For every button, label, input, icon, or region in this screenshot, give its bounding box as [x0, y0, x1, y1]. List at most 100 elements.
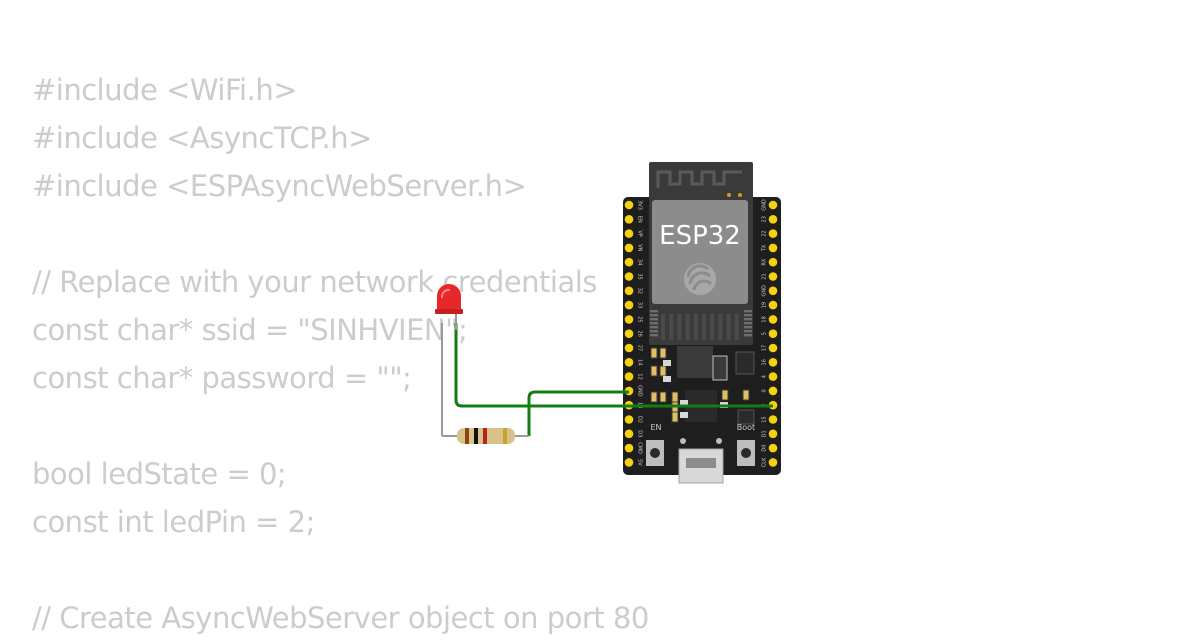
right-pin-label: 22	[762, 230, 768, 236]
left-pin-label: 33	[637, 302, 643, 308]
left-pin-label: GND	[637, 385, 643, 397]
right-pin[interactable]	[768, 315, 778, 324]
left-pin[interactable]	[624, 215, 634, 224]
left-pin-label: D2	[637, 416, 643, 423]
wire-resistor-gnd[interactable]	[527, 390, 629, 436]
right-pin-label: D1	[762, 430, 768, 437]
right-pin[interactable]	[768, 215, 778, 224]
code-line: #include <AsyncTCP.h>	[32, 121, 372, 155]
left-pin[interactable]	[624, 358, 634, 367]
code-line: #include <WiFi.h>	[32, 73, 298, 107]
left-pin-label: 12	[637, 373, 643, 379]
left-pin-label: VN	[637, 244, 643, 251]
transistor	[735, 351, 755, 375]
left-pin-label: VP	[637, 230, 643, 236]
resistor-band	[474, 428, 478, 444]
left-pin-label: 34	[637, 259, 643, 265]
right-pin-label: CLK	[762, 457, 768, 467]
right-pin-label: 18	[762, 316, 768, 322]
right-pin[interactable]	[768, 229, 778, 238]
right-pin[interactable]	[768, 200, 778, 210]
right-pin[interactable]	[768, 343, 778, 353]
left-pin[interactable]	[624, 429, 634, 439]
right-pin[interactable]	[768, 415, 778, 424]
right-pin-label: 4	[762, 375, 768, 378]
right-pin[interactable]	[768, 286, 778, 296]
left-pin[interactable]	[624, 243, 634, 253]
left-pin-label: D3	[637, 430, 643, 437]
code-line: const char* ssid = "SINHVIEN";	[32, 313, 468, 347]
right-pin[interactable]	[768, 443, 778, 453]
resistor[interactable]	[441, 323, 529, 444]
left-pin[interactable]	[624, 415, 634, 424]
right-pin-label: RX	[762, 258, 768, 265]
left-pin-label: 5V	[637, 459, 643, 466]
en-button-label: EN	[650, 423, 661, 432]
left-pin[interactable]	[624, 329, 634, 339]
left-pin-label: 32	[637, 288, 643, 294]
left-pin-label: 14	[637, 359, 643, 365]
right-pin-label: 21	[762, 273, 768, 279]
left-pin-label: EN	[637, 216, 643, 223]
resistor-band	[503, 428, 507, 444]
left-pin[interactable]	[624, 315, 634, 324]
right-pin-label: 16	[762, 359, 768, 365]
left-pin[interactable]	[624, 343, 634, 353]
left-pin-label: 3V3	[637, 200, 643, 210]
code-line: bool ledState = 0;	[32, 457, 287, 491]
code-background: #include <WiFi.h> #include <AsyncTCP.h> #i…	[32, 66, 649, 642]
esp32-board[interactable]: ESP32 EN Boot 3V3ENVPVN34353233252627141…	[623, 162, 781, 484]
right-pin[interactable]	[768, 358, 778, 367]
left-pin[interactable]	[624, 257, 634, 267]
right-pin-label: 0	[762, 389, 768, 392]
usb-port-opening	[686, 458, 716, 468]
code-line: // Replace with your network credentials	[32, 265, 597, 299]
usb-post	[716, 438, 722, 444]
boot-button-cap	[741, 448, 751, 458]
module-dot	[727, 193, 731, 197]
right-pin[interactable]	[768, 257, 778, 267]
left-pin[interactable]	[624, 229, 634, 238]
left-pin[interactable]	[624, 458, 634, 467]
resistor-band	[465, 428, 469, 444]
code-line: #include <ESPAsyncWebServer.h>	[32, 169, 527, 203]
left-pin-label: 26	[637, 331, 643, 337]
resistor-band	[483, 428, 487, 444]
right-pin-label: 19	[762, 302, 768, 308]
led-rim	[435, 309, 463, 314]
right-pin[interactable]	[768, 272, 778, 281]
left-pin[interactable]	[624, 272, 634, 281]
module-dot	[738, 193, 742, 197]
code-line: const int ledPin = 2;	[32, 505, 315, 539]
left-pin[interactable]	[624, 372, 634, 381]
wire-led-anode[interactable]	[454, 323, 773, 408]
right-pin-label: 5	[762, 332, 768, 335]
left-pin-label: CMD	[637, 442, 643, 454]
transistor	[737, 409, 755, 425]
right-pin[interactable]	[768, 243, 778, 253]
right-pin[interactable]	[768, 329, 778, 339]
left-pin[interactable]	[624, 286, 634, 296]
right-pin[interactable]	[768, 458, 778, 467]
right-pin[interactable]	[768, 372, 778, 381]
regulator-chip	[677, 346, 713, 378]
right-pin[interactable]	[768, 300, 778, 310]
usb-post	[680, 438, 686, 444]
left-pin[interactable]	[624, 200, 634, 210]
right-pin-label: 17	[762, 345, 768, 351]
right-pin[interactable]	[768, 429, 778, 439]
right-pin-label: 23	[762, 216, 768, 222]
module-castellations	[650, 310, 752, 340]
right-pin-label: GND	[762, 199, 768, 211]
left-pin-label: 35	[637, 273, 643, 279]
right-pin-label: 15	[762, 416, 768, 422]
left-pin[interactable]	[624, 443, 634, 453]
right-pin[interactable]	[768, 386, 778, 396]
right-pin-label: TX	[762, 244, 768, 252]
red-led[interactable]	[435, 284, 463, 330]
espressif-logo-icon	[684, 263, 716, 295]
left-pin[interactable]	[624, 300, 634, 310]
left-pin-label: 27	[637, 345, 643, 351]
led-highlight	[440, 288, 451, 299]
